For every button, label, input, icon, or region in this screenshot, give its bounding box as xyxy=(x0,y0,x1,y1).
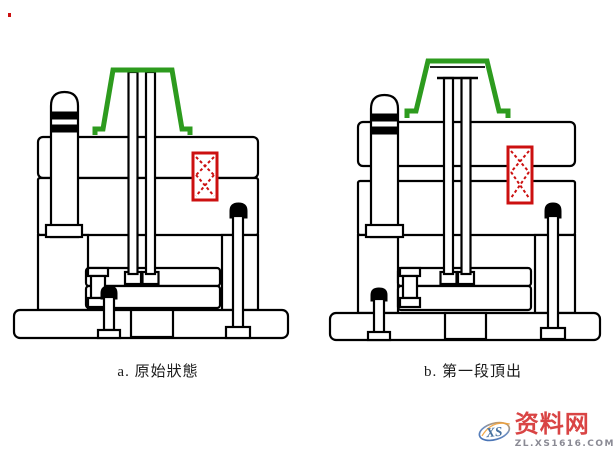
panel-b-diagram xyxy=(328,58,602,342)
spring-icon xyxy=(506,145,534,205)
panel-a-caption: a. 原始狀態 xyxy=(117,364,199,380)
return-pin-a xyxy=(224,202,252,340)
fastening-screw-b xyxy=(366,287,392,342)
ejector-pins-b xyxy=(437,76,478,286)
spacer-rail-left xyxy=(36,233,90,312)
ejector-base-plate xyxy=(396,284,533,312)
logo-ellipse xyxy=(478,421,511,442)
molded-part-b xyxy=(404,58,511,118)
ejector-rod-block xyxy=(443,311,488,341)
watermark-site-url: ZL.XS1616.COM xyxy=(514,439,615,449)
watermark: XS 资料网 ZL.XS1616.COM xyxy=(477,405,615,457)
guide-pillar-a xyxy=(44,90,84,239)
stop-screw-b xyxy=(398,266,422,309)
guide-pillar-b xyxy=(364,93,405,239)
logo-text: XS xyxy=(484,424,503,441)
panel-b-caption: b. 第一段頂出 xyxy=(423,364,522,380)
logo-swoosh xyxy=(481,422,510,437)
fastening-screw-a xyxy=(96,285,122,340)
xs-logo: XS xyxy=(478,421,511,442)
panel-a-diagram xyxy=(12,67,290,340)
return-pin-b xyxy=(539,202,567,341)
watermark-site-name: 资料网 xyxy=(514,412,590,438)
stray-red-dot xyxy=(8,13,11,17)
ejector-base-plate xyxy=(84,284,222,310)
molded-part-a xyxy=(92,67,193,135)
ejector-rod-block xyxy=(129,308,175,339)
spring-icon xyxy=(191,151,219,202)
mold-diagram xyxy=(12,58,602,342)
